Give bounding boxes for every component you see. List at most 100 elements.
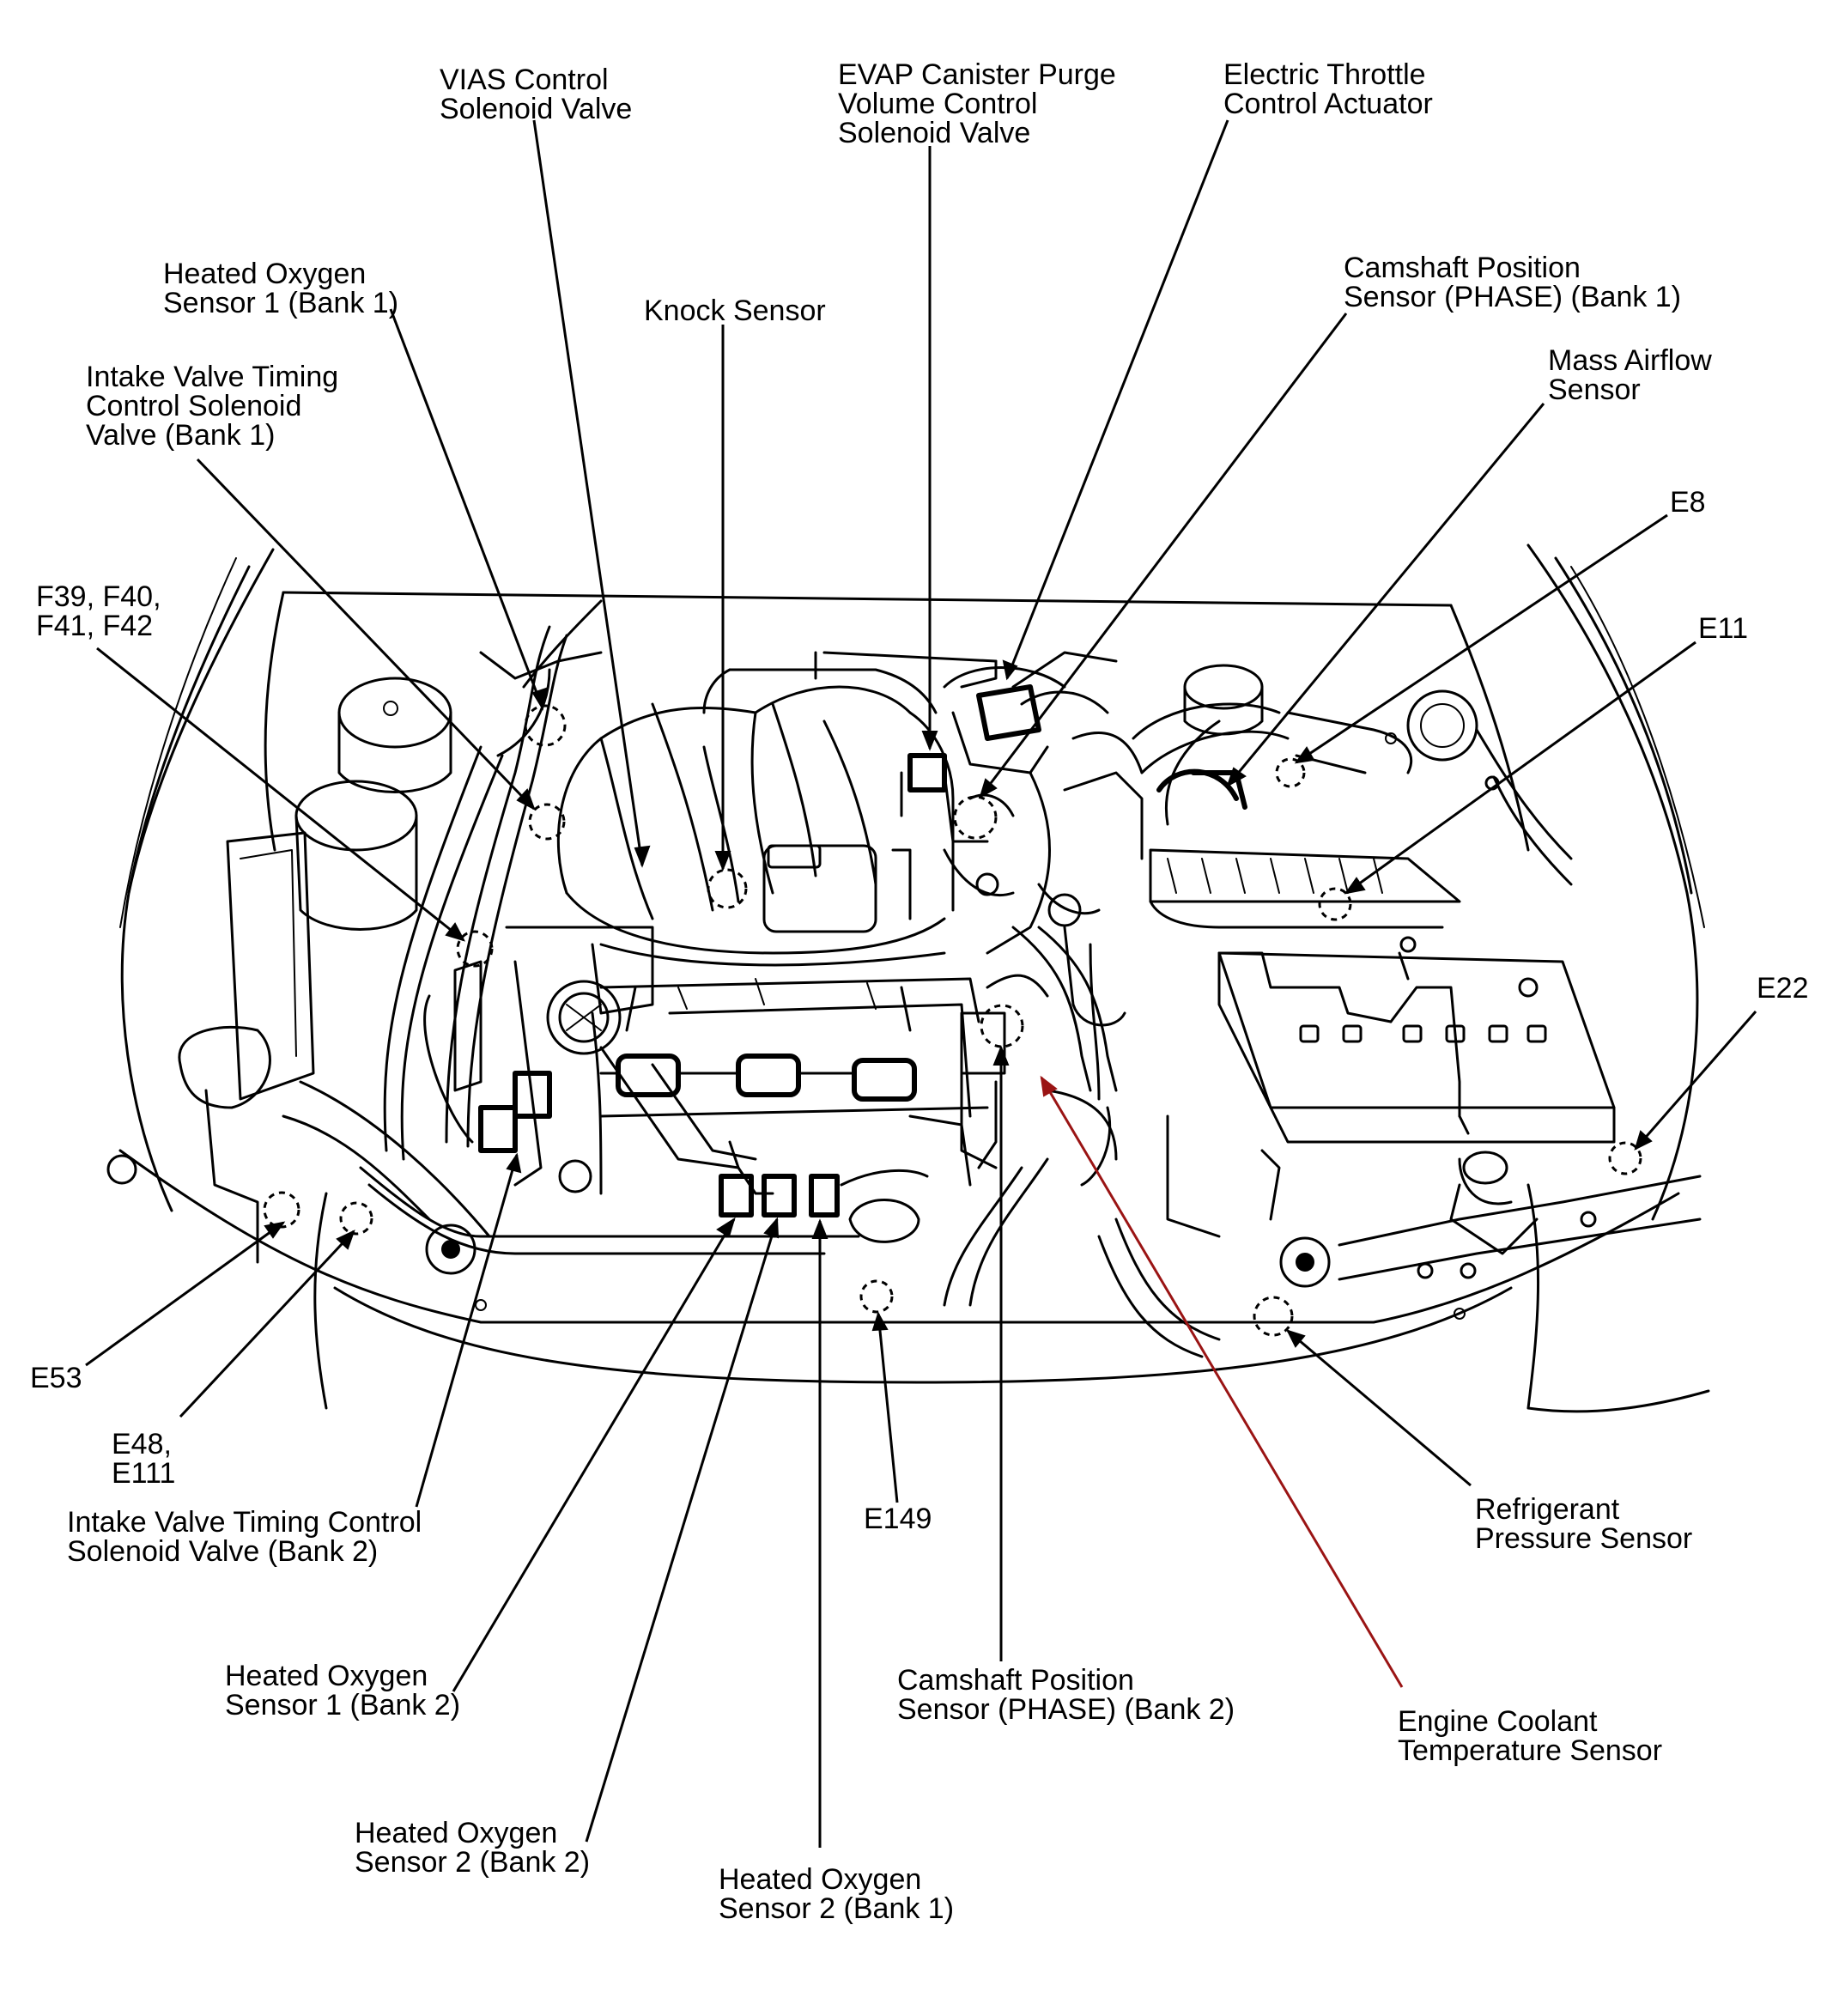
location-markers <box>263 704 1642 1337</box>
label-heated-oxygen-sensor-2-bank-1: Heated Oxygen Sensor 2 (Bank 1) <box>719 1865 954 1923</box>
leader-maf <box>1226 403 1545 786</box>
label-line: Control Actuator <box>1223 88 1433 120</box>
leader-f39 <box>96 647 464 942</box>
marker-ho2s1-bank1 <box>524 704 567 747</box>
right-lower <box>475 1114 1702 1358</box>
label-engine-coolant-temperature-sensor: Engine Coolant Temperature Sensor <box>1398 1707 1662 1765</box>
label-e11: E11 <box>1698 614 1748 643</box>
left-components <box>106 677 860 1275</box>
label-line: E8 <box>1670 486 1706 519</box>
label-intake-valve-timing-bank-2: Intake Valve Timing Control Solenoid Val… <box>67 1508 422 1566</box>
marker-ivt-bank1 <box>528 803 566 841</box>
leader-e48 <box>179 1230 355 1418</box>
label-line: E22 <box>1757 972 1809 1005</box>
label-mass-airflow-sensor: Mass Airflow Sensor <box>1548 346 1712 404</box>
leader-etc <box>1005 119 1229 679</box>
label-line: Sensor 2 (Bank 1) <box>719 1892 955 1925</box>
battery <box>1217 936 1616 1144</box>
label-line: E149 <box>864 1503 932 1535</box>
label-line: E53 <box>30 1362 82 1394</box>
label-e48-e111: E48, E111 <box>112 1430 175 1488</box>
label-line: Sensor 2 (Bank 2) <box>355 1846 591 1879</box>
marker-e8 <box>1275 757 1306 788</box>
leader-e149 <box>877 1313 899 1503</box>
label-line: Solenoid Valve <box>838 117 1031 149</box>
intake-manifold <box>556 651 998 967</box>
label-line: Solenoid Valve (Bank 2) <box>67 1535 379 1568</box>
label-line: Heated Oxygen <box>719 1863 922 1896</box>
label-line: VIAS Control <box>440 64 609 96</box>
marker-e149 <box>859 1279 894 1314</box>
arrowheads <box>264 659 1653 1348</box>
label-line: Volume Control <box>838 88 1038 120</box>
label-line: E11 <box>1698 612 1748 645</box>
label-line: Refrigerant <box>1475 1493 1620 1526</box>
marker-knock <box>707 868 748 909</box>
label-line: Pressure Sensor <box>1475 1522 1693 1555</box>
label-line: Knock Sensor <box>644 295 826 327</box>
label-line: EVAP Canister Purge <box>838 58 1116 91</box>
label-line: F39, F40, <box>36 580 161 613</box>
label-f39-f40-f41-f42: F39, F40, F41, F42 <box>36 582 161 641</box>
leader-ho2s1-b2 <box>452 1218 736 1692</box>
label-camshaft-position-sensor-bank-2: Camshaft Position Sensor (PHASE) (Bank 2… <box>897 1666 1235 1724</box>
marker-e22 <box>1608 1141 1642 1175</box>
label-vias-control-solenoid-valve: VIAS Control Solenoid Valve <box>440 65 632 124</box>
label-heated-oxygen-sensor-1-bank-1: Heated Oxygen Sensor 1 (Bank 1) <box>163 259 398 318</box>
leader-ho2s1-b1 <box>389 308 544 709</box>
label-line: E111 <box>112 1457 176 1490</box>
leader-cmp-b1 <box>979 313 1348 798</box>
engine-artwork <box>106 543 1710 1413</box>
label-refrigerant-pressure-sensor: Refrigerant Pressure Sensor <box>1475 1495 1692 1553</box>
leader-ivt-b2 <box>415 1154 519 1508</box>
marker-cmp-bank1 <box>953 795 998 840</box>
leader-ivt-b1 <box>196 458 536 811</box>
label-heated-oxygen-sensor-2-bank-2: Heated Oxygen Sensor 2 (Bank 2) <box>355 1819 590 1877</box>
label-evap-canister-purge: EVAP Canister Purge Volume Control Solen… <box>838 60 1116 148</box>
label-line: Camshaft Position <box>897 1664 1134 1697</box>
label-line: Engine Coolant <box>1398 1705 1598 1738</box>
label-e149: E149 <box>864 1504 932 1533</box>
air-intake <box>1132 664 1573 929</box>
label-line: Heated Oxygen <box>225 1660 428 1692</box>
label-line: Intake Valve Timing <box>86 361 339 393</box>
label-line: Control Solenoid <box>86 390 302 422</box>
label-electric-throttle-control-actuator: Electric Throttle Control Actuator <box>1223 60 1433 118</box>
leader-e53 <box>85 1221 284 1367</box>
label-line: Electric Throttle <box>1223 58 1426 91</box>
marker-refrigerant <box>1253 1296 1294 1337</box>
label-line: Heated Oxygen <box>355 1817 558 1849</box>
label-e8: E8 <box>1670 488 1706 517</box>
leader-ect <box>1040 1077 1404 1688</box>
label-line: F41, F42 <box>36 610 154 642</box>
label-line: E48, <box>112 1428 172 1460</box>
label-line: Sensor (PHASE) (Bank 1) <box>1344 281 1682 313</box>
label-heated-oxygen-sensor-1-bank-2: Heated Oxygen Sensor 1 (Bank 2) <box>225 1661 460 1720</box>
marker-e11 <box>1318 887 1352 921</box>
leader-lines <box>85 119 1757 1848</box>
label-line: Mass Airflow <box>1548 344 1712 377</box>
leader-refrigerant <box>1287 1329 1472 1487</box>
label-intake-valve-timing-bank-1: Intake Valve Timing Control Solenoid Val… <box>86 362 338 450</box>
hoses-left <box>383 599 654 1187</box>
label-line: Sensor (PHASE) (Bank 2) <box>897 1693 1235 1726</box>
label-line: Camshaft Position <box>1344 252 1581 284</box>
leader-e22 <box>1634 1011 1757 1150</box>
marker-cmp-bank2 <box>980 1004 1024 1048</box>
front-engine <box>943 926 1118 1307</box>
marker-e53 <box>263 1191 300 1229</box>
marker-e48 <box>339 1201 373 1236</box>
label-line: Valve (Bank 1) <box>86 419 276 452</box>
leader-e11 <box>1345 641 1696 895</box>
throttle-and-evap-area <box>900 651 1144 1101</box>
label-line: Intake Valve Timing Control <box>67 1506 422 1539</box>
label-line: Temperature Sensor <box>1398 1734 1663 1767</box>
label-line: Heated Oxygen <box>163 258 367 290</box>
leader-e8 <box>1296 513 1668 764</box>
body-outline <box>118 543 1710 1413</box>
label-line: Sensor <box>1548 373 1641 406</box>
label-knock-sensor: Knock Sensor <box>644 296 826 325</box>
label-line: Sensor 1 (Bank 2) <box>225 1689 461 1721</box>
label-e53: E53 <box>30 1363 82 1393</box>
